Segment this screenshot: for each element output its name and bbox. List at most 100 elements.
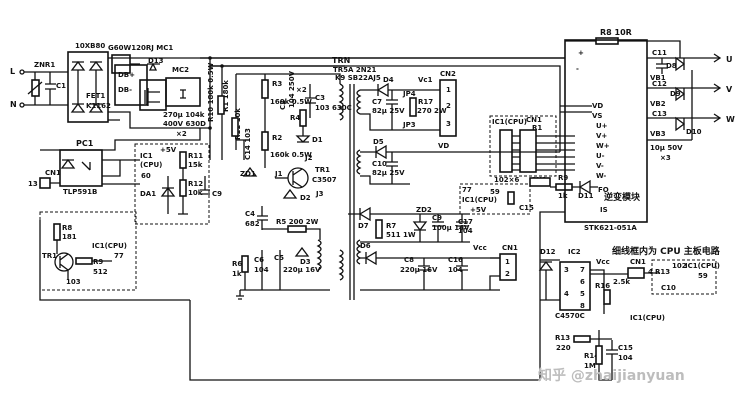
label-vb3: VB3 [650, 130, 666, 138]
label-N: N [10, 100, 17, 109]
label-6: 6 [580, 278, 585, 286]
label-r7v: 511 1W [386, 231, 416, 239]
label-r6: R6 [232, 260, 242, 268]
label-c7v: 82μ 25V [372, 107, 405, 115]
label-c5: C5 [274, 254, 284, 262]
label-x2: ×2 [176, 130, 187, 138]
label-d7: D7 [358, 222, 369, 230]
cpu-boundary-3 [489, 115, 557, 177]
label-d8: D8 [666, 62, 677, 70]
label-r17v: 270 2W [417, 107, 447, 115]
label-module-cn: 逆变模块 [604, 191, 641, 203]
label-r13v: 220 [556, 344, 571, 352]
label-r12: R12 [188, 180, 203, 188]
label-da1: DA1 [140, 190, 156, 198]
label-c12: C12 [652, 80, 667, 88]
label-r1: R1 180k [222, 80, 230, 112]
label-c13v: 10μ 50V [650, 144, 683, 152]
ac-input-section: L N ZNR1 C1 10XB80 G60W120RJ MC1 DB+ DB-… [10, 42, 212, 138]
label-c3v: 103 630C [315, 104, 352, 112]
label-plus: + [578, 49, 584, 57]
stk621-module [564, 39, 648, 223]
label-cn2-1: 1 [446, 86, 451, 94]
label-c13: C13 [652, 110, 667, 118]
label-vcc: Vcc [473, 244, 487, 252]
label-zd2: ZD2 [416, 206, 432, 214]
label-fo: FO [598, 186, 609, 194]
label-u: U [726, 55, 733, 64]
label-c9bv: 100μ 16V [432, 224, 470, 232]
label-c4: C4 [245, 210, 255, 218]
optocoupler-section: PC1 TLP591B CN1 13 IC1 (CPU) +5V 60 DA1 … [28, 128, 222, 301]
label-c15b: C15 [519, 204, 534, 212]
label-r3v: 160k 0.5W [270, 98, 312, 106]
transformer-section: TRN TR5A 2N21 K9 SB22AJ5 D4 C7 82μ 25V J… [332, 56, 560, 300]
label-cn1b: CN1 [502, 244, 518, 252]
label-trn: TRN [332, 56, 350, 65]
cpu-boundary-2 [39, 211, 137, 291]
label-r13bv: 102 [672, 262, 687, 270]
ic2 [559, 261, 591, 311]
label-vb2: VB2 [650, 100, 666, 108]
label-cn1b-2: 2 [505, 270, 510, 278]
label-ic1: IC1 [140, 152, 153, 160]
label-tlp: TLP591B [63, 188, 97, 196]
label-c3507: C3507 [312, 176, 337, 184]
label-c17v: 104 [458, 227, 473, 235]
label-j1: J1 [274, 170, 283, 178]
label-cn2-2: 2 [446, 102, 451, 110]
label-pc1: PC1 [76, 139, 94, 148]
label-c16v: 104 [448, 266, 463, 274]
label-d11: D11 [578, 192, 594, 200]
label-r9a: R9 [93, 258, 103, 266]
label-ic1cpu5: IC1(CPU) [630, 314, 665, 322]
label-d12: D12 [540, 248, 556, 256]
watermark: 知乎 @zhaijianyuan [538, 367, 685, 384]
label-j2: J2 [304, 154, 313, 162]
label-r10: R10 180k 0.5W [207, 62, 215, 122]
label-is: IS [600, 206, 608, 214]
label-bridge: 10XB80 [75, 42, 105, 50]
label-ic1cpu4: IC1(CPU) [685, 262, 720, 270]
label-zd1: ZD1 [240, 170, 256, 178]
label-r8: R8 [62, 224, 72, 232]
label-u-minus: U- [596, 152, 605, 160]
label-c10: C10 [372, 160, 387, 168]
label-n13: 13 [28, 180, 38, 188]
label-d3: D3 [300, 258, 311, 266]
label-rnet: 102×6 [494, 176, 519, 184]
label-d4: D4 [383, 76, 394, 84]
label-c2: C2 [279, 100, 287, 110]
label-c6: C6 [254, 256, 264, 264]
label-7: 7 [580, 266, 585, 274]
label-d1: D1 [312, 136, 323, 144]
label-w: W [726, 115, 735, 124]
label-r7: R7 [386, 222, 396, 230]
label-c1: C1 [56, 82, 66, 90]
label-c2v: 104 250V [288, 70, 296, 108]
label-r9v: 512 [93, 268, 108, 276]
label-c10b: C10 [661, 284, 676, 292]
label-103: 103 [66, 278, 81, 286]
label-db-plus: DB+ [118, 71, 135, 79]
label-x2b: ×2 [296, 86, 307, 94]
label-r14v: 1M [584, 362, 596, 370]
label-vd-in: VD [592, 102, 603, 110]
label-c4570c: C4570C [555, 312, 585, 320]
label-tr1b: TR1 [315, 166, 330, 174]
label-c15: C15 [618, 344, 633, 352]
label-tr1a: TR1 [42, 252, 57, 260]
label-c14: C14 103 [244, 128, 252, 160]
label-vc1: Vc1 [418, 76, 433, 84]
label-3b: 3 [564, 266, 569, 274]
label-mc2: MC2 [172, 66, 189, 74]
label-59: 59 [490, 188, 500, 196]
label-cn2: CN2 [440, 70, 456, 78]
label-c10v: 82μ 25V [372, 169, 405, 177]
label-r17: R17 [418, 98, 433, 106]
connector-cn2 [439, 79, 457, 137]
label-jp4: JP4 [402, 90, 416, 98]
label-c8: C8 [404, 256, 414, 264]
label-r3: R3 [272, 80, 282, 88]
